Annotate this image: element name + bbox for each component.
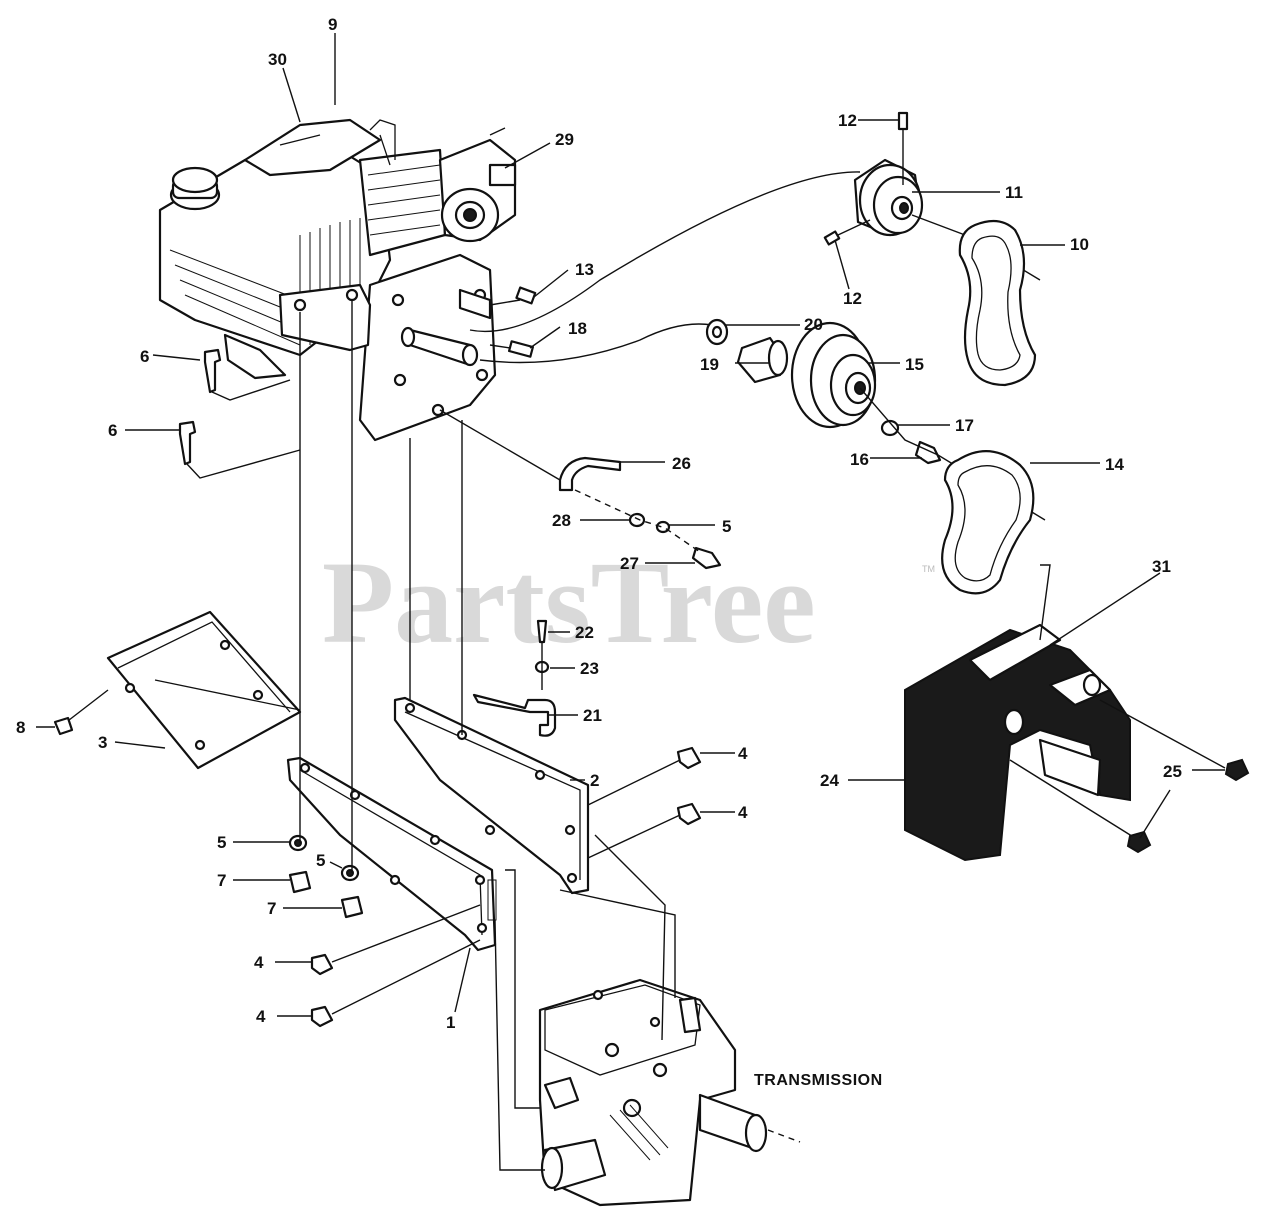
label-5-center: 5: [316, 851, 325, 870]
rod-21: [472, 693, 557, 737]
leader-lines: [36, 33, 1225, 1017]
label-22: 22: [575, 623, 594, 642]
label-30: 30: [268, 50, 287, 69]
mount-bracket-1: [286, 756, 497, 952]
belt-upper: [958, 219, 1037, 387]
transmission-label: TRANSMISSION: [754, 1072, 883, 1089]
label-14: 14: [1105, 455, 1124, 474]
label-17: 17: [955, 416, 974, 435]
label-7-center: 7: [267, 899, 276, 918]
label-18: 18: [568, 319, 587, 338]
set-screw: [897, 111, 909, 131]
label-6-top: 6: [140, 347, 149, 366]
bolt-4-mid: [676, 802, 702, 826]
washer-28: [628, 512, 646, 528]
watermark-trademark: TM: [922, 564, 935, 574]
label-4-lower: 4: [254, 953, 264, 972]
nut-25-upper: [1224, 758, 1250, 782]
nut-7-left: [288, 870, 312, 894]
label-11: 11: [1005, 183, 1023, 202]
bolt-4-bottom: [310, 1005, 334, 1028]
label-4-bottom: 4: [256, 1007, 266, 1026]
mount-bracket-2: [393, 696, 590, 895]
label-16: 16: [850, 450, 869, 469]
label-31: 31: [1152, 557, 1171, 576]
engine: [158, 118, 861, 442]
label-1: 1: [446, 1013, 455, 1032]
engine-fins: [299, 218, 361, 345]
bolt-4-lower: [310, 953, 334, 976]
belt-cover-24: [904, 623, 1226, 862]
label-4-top: 4: [738, 744, 748, 763]
label-21: 21: [583, 706, 602, 725]
upper-pulley-assembly: [823, 111, 1041, 281]
watermark: PartsTree: [322, 537, 816, 668]
label-24: 24: [820, 771, 839, 790]
upper-key: [823, 230, 841, 246]
label-23: 23: [580, 659, 599, 678]
pin-22: [536, 619, 548, 644]
label-26: 26: [672, 454, 691, 473]
label-15: 15: [905, 355, 924, 374]
label-27: 27: [620, 554, 639, 573]
label-5-left: 5: [217, 833, 226, 852]
label-28: 28: [552, 511, 571, 530]
label-4-mid: 4: [738, 803, 748, 822]
belt-lower: [941, 450, 1035, 595]
key-18: [507, 340, 535, 358]
label-25: 25: [1163, 762, 1182, 781]
label-12-top: 12: [838, 111, 857, 130]
label-19: 19: [700, 355, 719, 374]
washer-17: [880, 419, 900, 437]
label-2: 2: [590, 771, 599, 790]
muffler: [223, 333, 287, 380]
label-5-right: 5: [722, 517, 731, 536]
key-13: [515, 286, 537, 305]
shield-bracket-3: [59, 610, 302, 770]
engine-top-cover: [243, 118, 382, 177]
spark-plug: [369, 119, 396, 166]
label-12-bottom: 12: [843, 289, 862, 308]
engine-shroud-louvers: [169, 249, 301, 346]
nut-25-lower: [1126, 830, 1152, 854]
rod-26: [558, 456, 622, 492]
label-20: 20: [804, 315, 823, 334]
label-13: 13: [575, 260, 594, 279]
lockwasher-5: [655, 520, 671, 534]
part-labels: 9 30 29 12 11 12 10 13 18 20 19 15 17 16…: [16, 15, 1182, 1089]
nut-7-right: [340, 895, 364, 919]
transmission: [538, 978, 801, 1207]
label-10: 10: [1070, 235, 1089, 254]
label-9: 9: [328, 15, 337, 34]
label-29: 29: [555, 130, 574, 149]
label-8: 8: [16, 718, 25, 737]
label-7-left: 7: [217, 871, 226, 890]
bolt-27: [691, 546, 722, 570]
bolt-4-top: [676, 746, 702, 770]
lower-pulley-assembly: [705, 318, 1046, 521]
label-3: 3: [98, 733, 107, 752]
bolt-16: [914, 440, 942, 465]
label-6-bottom: 6: [108, 421, 117, 440]
